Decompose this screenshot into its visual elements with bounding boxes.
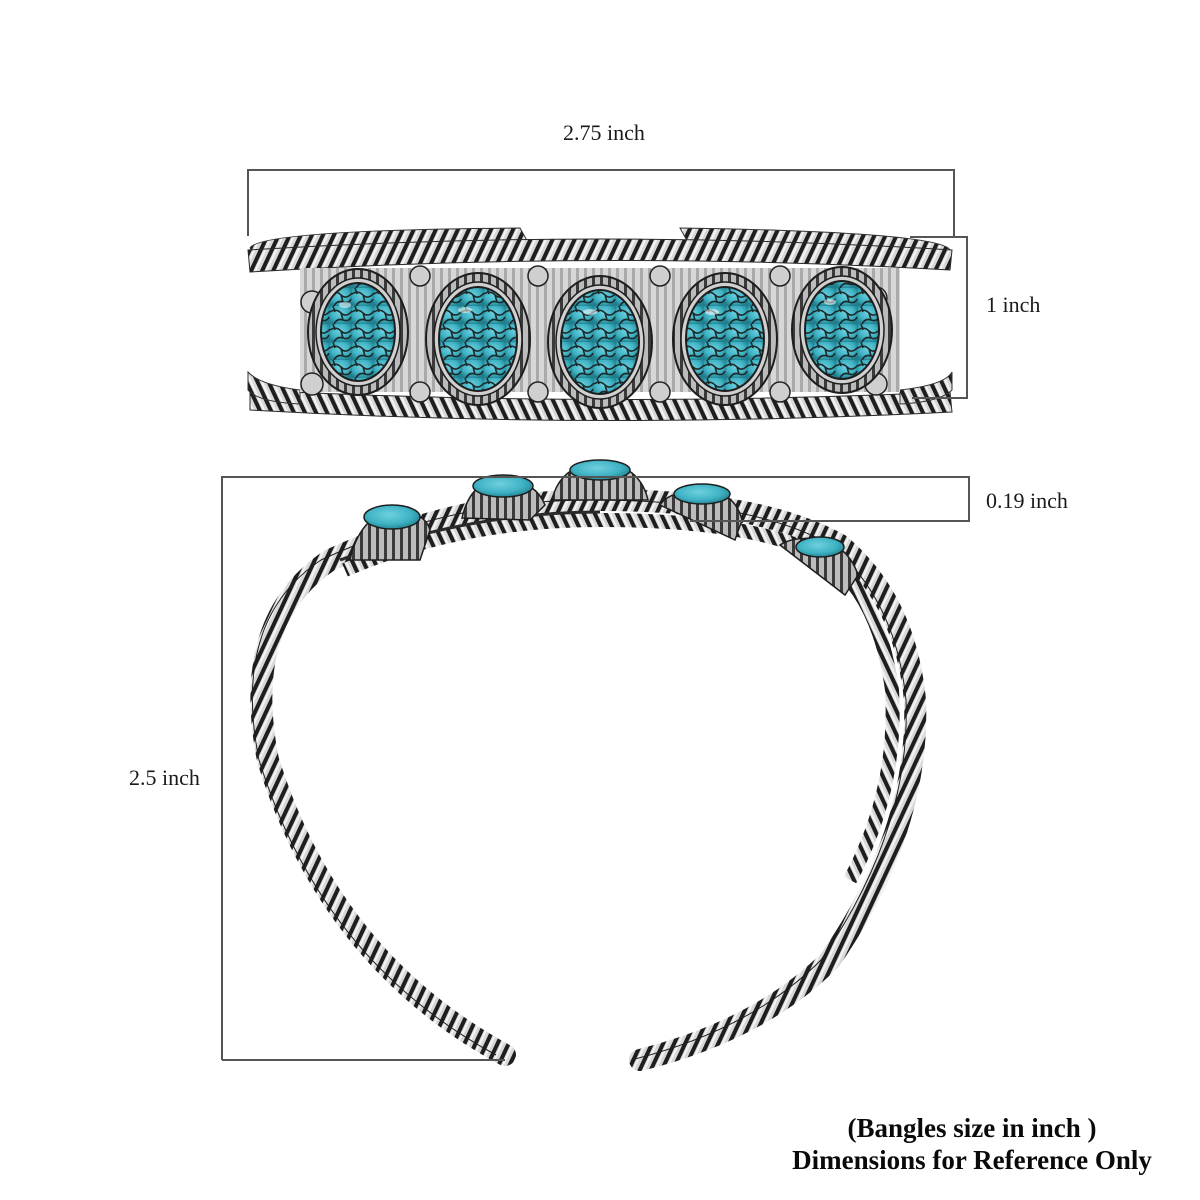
height-dimension-label: 1 inch [986,292,1041,317]
reference-caption: (Bangles size in inch ) Dimensions for R… [752,1112,1192,1177]
dimension-lines [221,169,970,1061]
caption-reference-note: Dimensions for Reference Only [792,1145,1152,1176]
side-view-cuff [250,459,927,1071]
width-dimension-label: 2.75 inch [563,120,645,145]
thickness-dimension-label: 0.19 inch [986,488,1068,513]
top-view-cuff [247,227,953,422]
caption-size-note: (Bangles size in inch ) [847,1113,1097,1143]
side-height-dimension-label: 2.5 inch [129,765,200,790]
